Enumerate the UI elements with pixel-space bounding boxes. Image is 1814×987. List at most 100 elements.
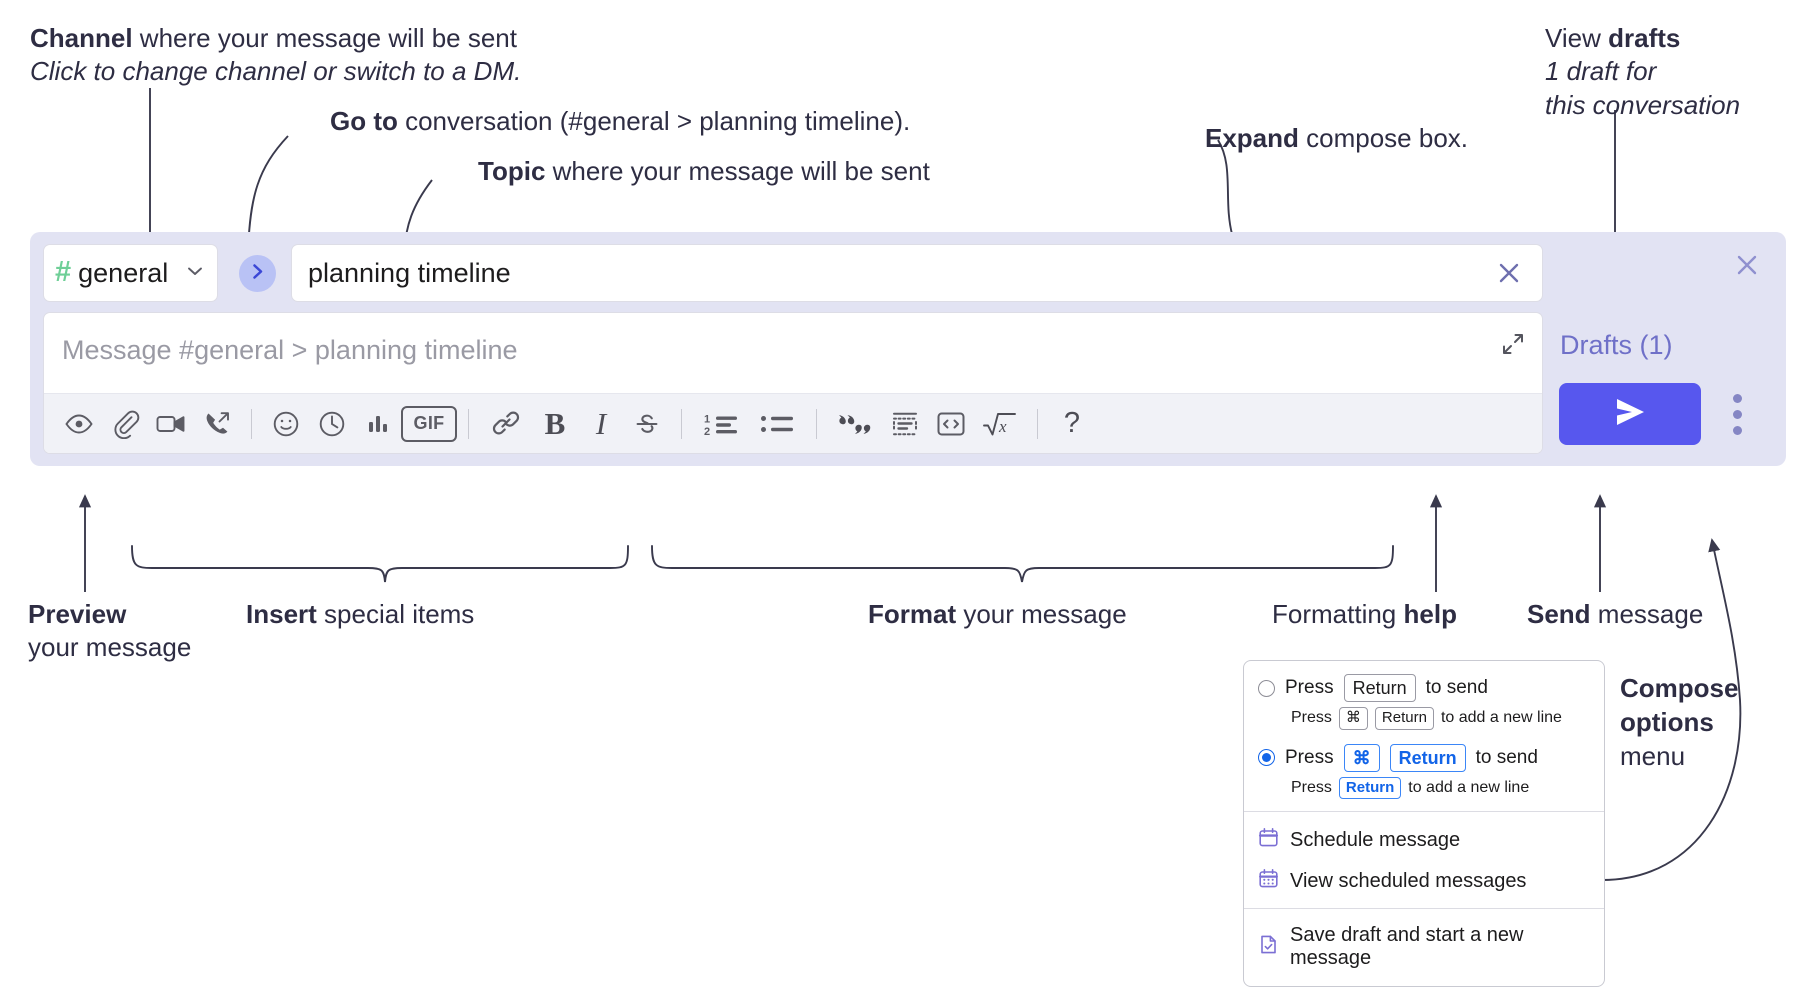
annotation-drafts-italic-2: this conversation [1545, 89, 1741, 120]
code-block-icon[interactable] [882, 401, 928, 447]
annotation-expand: Expand compose box. [1205, 122, 1468, 155]
annotation-format-bold: Format [868, 599, 957, 629]
close-icon[interactable] [1730, 248, 1764, 282]
compose-panel: # general planning timeline [30, 232, 1786, 466]
send-button[interactable] [1559, 383, 1701, 445]
annotation-preview: Preview your message [28, 598, 191, 665]
audio-call-icon[interactable] [194, 401, 240, 447]
goto-conversation-button[interactable] [239, 255, 276, 292]
video-icon[interactable] [148, 401, 194, 447]
send-option-cmd-press: Press [1285, 746, 1334, 768]
keycap-cmd: ⌘ [1338, 707, 1368, 730]
annotation-help-bold: help [1403, 599, 1457, 629]
send-key-options: Press Return to send Press ⌘ Return to a… [1244, 661, 1604, 811]
menu-item-label: Schedule message [1290, 829, 1461, 852]
chevron-right-icon [248, 262, 267, 286]
expand-icon[interactable] [1496, 327, 1530, 361]
compose-options-menu: Press Return to send Press ⌘ Return to a… [1243, 660, 1605, 987]
more-vertical-icon[interactable] [1720, 390, 1754, 438]
menu-divider [1244, 811, 1604, 813]
channel-selector[interactable]: # general [43, 244, 218, 302]
annotation-drafts-bold: drafts [1608, 23, 1681, 53]
bold-icon[interactable]: B [544, 406, 566, 441]
help-icon[interactable]: ? [1063, 407, 1081, 439]
annotation-expand-bold: Expand [1205, 123, 1299, 153]
hint-suffix: to add a new line [1408, 778, 1530, 796]
draft-items-group: Save draft and start a new message [1244, 909, 1604, 986]
annotation-insert: Insert special items [246, 598, 474, 631]
hint-suffix: to add a new line [1440, 709, 1562, 727]
annotation-goto-bold: Go to [330, 106, 398, 136]
annotation-send-bold: Send [1527, 599, 1591, 629]
keycap-return: Return [1338, 776, 1402, 800]
send-icon [1610, 395, 1650, 434]
compose-header-row: # general planning timeline [43, 244, 1543, 302]
topic-value: planning timeline [308, 257, 511, 288]
keycap-cmd: ⌘ [1343, 743, 1380, 772]
annotation-topic: Topic where your message will be sent [478, 155, 930, 188]
send-option-return[interactable]: Press Return to send [1244, 672, 1604, 704]
send-option-return-press: Press [1285, 677, 1334, 699]
annotation-goto: Go to conversation (#general > planning … [330, 105, 910, 138]
annotation-topic-rest: where your message will be sent [545, 156, 930, 186]
menu-item-save-draft[interactable]: Save draft and start a new message [1244, 917, 1604, 977]
menu-item-view-scheduled[interactable]: View scheduled messages [1244, 861, 1604, 902]
toolbar-separator [681, 408, 682, 439]
send-option-return-hint: Press ⌘ Return to add a new line [1244, 704, 1604, 732]
svg-text:1: 1 [704, 413, 710, 425]
attachment-icon[interactable] [102, 401, 148, 447]
annotation-compose-options-bold-2: options [1620, 706, 1714, 737]
radio-return[interactable] [1258, 679, 1275, 697]
annotation-channel-bold: Channel [30, 23, 133, 53]
math-icon[interactable]: x [974, 401, 1026, 447]
toolbar-separator [468, 408, 469, 439]
drafts-link[interactable]: Drafts (1) [1560, 330, 1673, 360]
annotation-format-rest: your message [956, 599, 1127, 629]
annotation-channel: Channel where your message will be sent … [30, 22, 521, 89]
annotation-format: Format your message [868, 598, 1127, 631]
topic-input[interactable]: planning timeline [291, 244, 1543, 302]
link-icon[interactable] [480, 401, 532, 447]
close-icon[interactable] [1492, 256, 1526, 290]
hint-press: Press [1291, 709, 1332, 727]
strikethrough-icon[interactable] [624, 401, 670, 447]
compose-left-column: # general planning timeline [43, 244, 1543, 454]
calendar-schedule-icon [1258, 827, 1279, 854]
send-option-cmd-suffix: to send [1475, 746, 1538, 768]
toolbar-separator [1037, 408, 1038, 439]
annotation-goto-rest: conversation (#general > planning timeli… [397, 106, 911, 136]
preview-icon[interactable] [56, 401, 102, 447]
hash-icon: # [55, 255, 72, 288]
formatting-toolbar: GIF B I [44, 393, 1542, 453]
poll-icon[interactable] [355, 401, 401, 447]
ordered-list-icon[interactable]: 1 2 [693, 401, 749, 447]
schedule-clock-icon[interactable] [309, 401, 355, 447]
menu-divider [1244, 908, 1604, 910]
toolbar-separator [251, 408, 252, 439]
schedule-items-group: Schedule message View scheduled messages [1244, 812, 1604, 908]
menu-item-schedule-message[interactable]: Schedule message [1244, 820, 1604, 861]
annotation-compose-options-plain: menu [1620, 740, 1686, 771]
annotation-insert-bold: Insert [246, 599, 317, 629]
gif-icon[interactable]: GIF [401, 401, 457, 447]
italic-icon[interactable]: I [595, 406, 607, 441]
svg-text:2: 2 [704, 426, 710, 438]
hint-press: Press [1291, 778, 1332, 796]
bulleted-list-icon[interactable] [749, 401, 805, 447]
message-placeholder: Message #general > planning timeline [62, 335, 518, 365]
annotation-send: Send message [1527, 598, 1703, 631]
annotation-help-plain: Formatting [1272, 599, 1404, 629]
gif-label: GIF [401, 405, 457, 442]
send-option-return-suffix: to send [1425, 677, 1488, 699]
annotation-drafts-italic-1: 1 draft for [1545, 56, 1657, 87]
annotation-preview-rest: your message [28, 632, 192, 663]
keycap-return: Return [1389, 743, 1466, 772]
emoji-icon[interactable] [263, 401, 309, 447]
inline-code-icon[interactable] [928, 401, 974, 447]
kebab-dot [1732, 393, 1742, 403]
annotation-expand-rest: compose box. [1298, 123, 1469, 153]
message-input-box[interactable]: Message #general > planning timeline [43, 312, 1543, 454]
send-option-cmd-return[interactable]: Press ⌘ Return to send [1244, 742, 1604, 774]
radio-cmd-return[interactable] [1258, 749, 1275, 767]
blockquote-icon[interactable] [828, 401, 882, 447]
